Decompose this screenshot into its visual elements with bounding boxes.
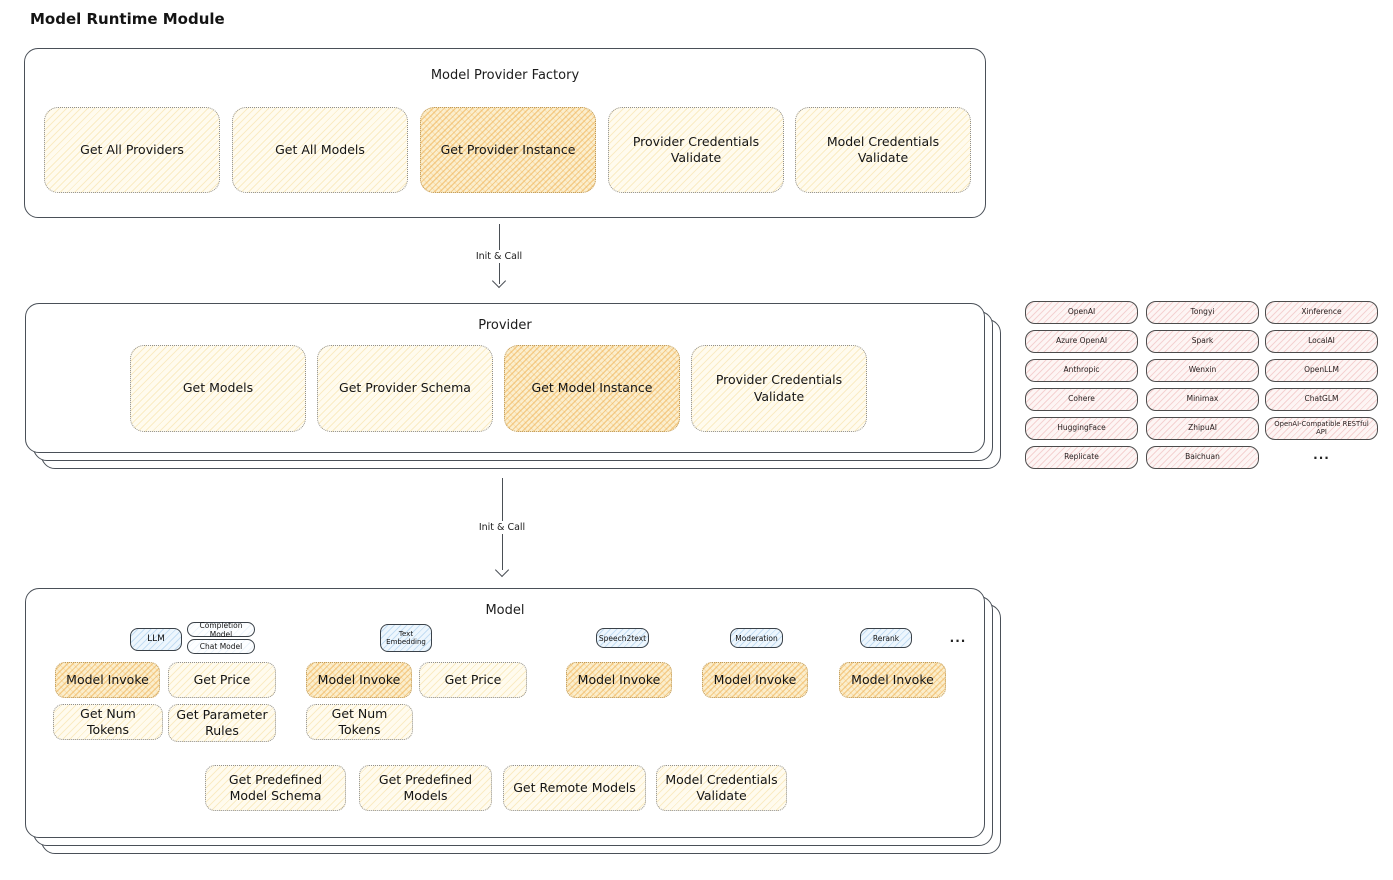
factory-title: Model Provider Factory <box>430 68 580 83</box>
provider-cell-openllm: OpenLLM <box>1265 359 1378 382</box>
provider-cell-replicate: Replicate <box>1025 446 1138 469</box>
tab-rerank: Rerank <box>860 628 912 648</box>
model-node-get-num-tokens-text-embedding: Get Num Tokens <box>306 704 413 740</box>
provider-node-get-model-instance: Get Model Instance <box>504 345 680 432</box>
arrow-label-init-call-2: Init & Call <box>469 521 535 534</box>
provider-node-provider-credentials-validate: Provider Credentials Validate <box>691 345 867 432</box>
model-node-get-predefined-model-schema: Get Predefined Model Schema <box>205 765 346 811</box>
provider-node-get-provider-schema: Get Provider Schema <box>317 345 493 432</box>
provider-cell-baichuan: Baichuan <box>1146 446 1259 469</box>
arrow-label-init-call-1: Init & Call <box>466 250 532 263</box>
arrow-provider-to-model-head <box>494 562 510 578</box>
provider-cell-openai: OpenAI <box>1025 301 1138 324</box>
tab-speech2text: Speech2text <box>596 628 649 648</box>
provider-cell-minimax: Minimax <box>1146 388 1259 411</box>
factory-node-get-all-providers: Get All Providers <box>44 107 220 193</box>
provider-cell-chatglm: ChatGLM <box>1265 388 1378 411</box>
provider-cell-openai-compatible-restful-api: OpenAI-Compatible RESTful API <box>1265 417 1378 440</box>
model-node-invoke-text-embedding: Model Invoke <box>306 662 412 698</box>
tabs-ellipsis: ... <box>949 631 967 645</box>
tab-moderation: Moderation <box>730 628 783 648</box>
provider-cell-zhipuai: ZhipuAI <box>1146 417 1259 440</box>
model-node-get-remote-models: Get Remote Models <box>503 765 646 811</box>
provider-cell-tongyi: Tongyi <box>1146 301 1259 324</box>
factory-node-get-provider-instance: Get Provider Instance <box>420 107 596 193</box>
factory-node-get-all-models: Get All Models <box>232 107 408 193</box>
model-node-get-price-llm: Get Price <box>168 662 276 698</box>
model-node-invoke-moderation: Model Invoke <box>702 662 808 698</box>
provider-cell-spark: Spark <box>1146 330 1259 353</box>
model-title: Model <box>485 603 525 618</box>
model-node-invoke-speech2text: Model Invoke <box>566 662 672 698</box>
model-node-model-credentials-validate: Model Credentials Validate <box>656 765 787 811</box>
provider-cell-wenxin: Wenxin <box>1146 359 1259 382</box>
provider-cell-azure-openai: Azure OpenAI <box>1025 330 1138 353</box>
tab-text-embedding: Text Embedding <box>380 624 432 652</box>
model-node-invoke-llm: Model Invoke <box>55 662 160 698</box>
factory-node-model-credentials-validate: Model Credentials Validate <box>795 107 971 193</box>
provider-cell-anthropic: Anthropic <box>1025 359 1138 382</box>
provider-cell-huggingface: HuggingFace <box>1025 417 1138 440</box>
model-node-get-num-tokens-llm: Get Num Tokens <box>53 704 163 740</box>
arrow-factory-to-provider-head <box>491 273 507 289</box>
model-node-get-predefined-models: Get Predefined Models <box>359 765 492 811</box>
tab-completion-model: Completion Model <box>187 621 255 639</box>
provider-cell-cohere: Cohere <box>1025 388 1138 411</box>
provider-title: Provider <box>478 318 532 333</box>
tab-chat-model: Chat Model <box>187 639 255 654</box>
model-node-get-price-text-embedding: Get Price <box>419 662 527 698</box>
provider-cell-localai: LocalAI <box>1265 330 1378 353</box>
provider-list-ellipsis: ... <box>1313 448 1330 462</box>
provider-node-get-models: Get Models <box>130 345 306 432</box>
diagram-title: Model Runtime Module <box>30 10 225 28</box>
model-node-get-parameter-rules: Get Parameter Rules <box>168 704 276 742</box>
tab-llm: LLM <box>130 628 182 651</box>
model-node-invoke-rerank: Model Invoke <box>839 662 946 698</box>
provider-cell-xinference: Xinference <box>1265 301 1378 324</box>
factory-node-provider-credentials-validate: Provider Credentials Validate <box>608 107 784 193</box>
